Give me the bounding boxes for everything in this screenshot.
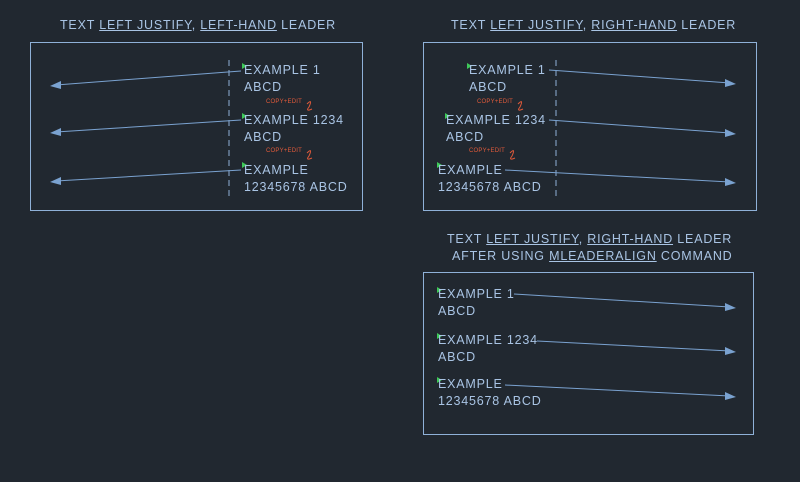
panel-1-label-3-line-1: EXAMPLE [244, 163, 309, 177]
panel-3-title2-part-1: MLEADERALIGN [549, 249, 657, 263]
panel-3-label-3-line-2: 12345678 ABCD [438, 394, 542, 408]
panel-3-leader-1[interactable] [513, 293, 736, 311]
panel-1-leader-2[interactable] [50, 119, 242, 136]
panel-3-label-2-line-2: ABCD [438, 350, 476, 364]
panel-3-grip-3[interactable] [437, 377, 442, 383]
panel-2-title: TEXT LEFT JUSTIFY, RIGHT-HAND LEADER [451, 18, 736, 32]
panel-1-title-part-0: TEXT [60, 18, 100, 32]
panel-3-label-1-line-1: EXAMPLE 1 [438, 287, 515, 301]
panel-3-title-part-4: LEADER [673, 232, 733, 246]
panel-1-title-part-4: LEADER [276, 18, 336, 32]
panel-1-note-2: COPY+EDIT [266, 148, 302, 154]
panel-1-label-2[interactable]: EXAMPLE 1234 ABCD [244, 112, 344, 146]
panel-2-label-2[interactable]: EXAMPLE 1234 ABCD [446, 112, 546, 146]
panel-3-grip-2[interactable] [437, 333, 442, 339]
panel-2-note-mark-1 [517, 101, 524, 111]
panel-2-grip-3[interactable] [437, 162, 442, 168]
panel-2-title-part-4: LEADER [677, 18, 737, 32]
panel-1-frame [30, 42, 363, 211]
panel-2-label-1[interactable]: EXAMPLE 1 ABCD [469, 62, 546, 96]
panel-3-label-2-line-1: EXAMPLE 1234 [438, 333, 538, 347]
panel-3-leader-3[interactable] [504, 384, 736, 400]
panel-1-note-mark-1 [306, 101, 313, 111]
panel-1-label-1-line-1: EXAMPLE 1 [244, 63, 321, 77]
panel-3-label-2[interactable]: EXAMPLE 1234 ABCD [438, 332, 538, 366]
panel-2-label-1-line-1: EXAMPLE 1 [469, 63, 546, 77]
panel-3-leader-2[interactable] [536, 340, 736, 355]
panel-2-label-3[interactable]: EXAMPLE 12345678 ABCD [438, 162, 542, 196]
panel-3-label-3-line-1: EXAMPLE [438, 377, 503, 391]
panel-3-title-part-0: TEXT [447, 232, 487, 246]
panel-1-leader-1[interactable] [50, 70, 242, 89]
panel-3-frame [423, 272, 754, 435]
panel-3-title-part-1: LEFT JUSTIFY [486, 232, 579, 246]
panel-2-label-3-line-2: 12345678 ABCD [438, 180, 542, 194]
panel-3-label-1[interactable]: EXAMPLE 1 ABCD [438, 286, 515, 320]
panel-3-label-3[interactable]: EXAMPLE 12345678 ABCD [438, 376, 542, 410]
panel-1-label-1-line-2: ABCD [244, 80, 282, 94]
panel-1-title-part-3: LEFT-HAND [200, 18, 277, 32]
panel-2-frame [423, 42, 757, 211]
panel-3-grip-1[interactable] [437, 287, 442, 293]
panel-3-title-part-3: RIGHT-HAND [587, 232, 674, 246]
panel-1-label-3[interactable]: EXAMPLE 12345678 ABCD [244, 162, 348, 196]
panel-1-note-mark-2 [306, 150, 313, 160]
panel-2-leader-1[interactable] [548, 69, 736, 87]
panel-2-label-2-line-2: ABCD [446, 130, 484, 144]
panel-2-note-2: COPY+EDIT [469, 148, 505, 154]
panel-1-title: TEXT LEFT JUSTIFY, LEFT-HAND LEADER [60, 18, 336, 32]
panel-3-title-part-2: , [578, 232, 588, 246]
panel-1-label-3-line-2: 12345678 ABCD [244, 180, 348, 194]
panel-3-title2-part-0: AFTER USING [452, 249, 550, 263]
panel-3-label-1-line-2: ABCD [438, 304, 476, 318]
panel-2-title-part-0: TEXT [451, 18, 491, 32]
panel-2-grip-1[interactable] [467, 63, 472, 69]
panel-1-label-2-line-1: EXAMPLE 1234 [244, 113, 344, 127]
panel-2-label-2-line-1: EXAMPLE 1234 [446, 113, 546, 127]
panel-1-title-part-2: , [191, 18, 201, 32]
panel-2-label-3-line-1: EXAMPLE [438, 163, 503, 177]
panel-2-leader-2[interactable] [548, 119, 736, 137]
panel-2-note-mark-2 [509, 150, 516, 160]
panel-2-note-1: COPY+EDIT [477, 99, 513, 105]
panel-3-title2-part-2: COMMAND [656, 249, 733, 263]
panel-1-label-2-line-2: ABCD [244, 130, 282, 144]
panel-1-title-part-1: LEFT JUSTIFY [99, 18, 192, 32]
panel-3-title-line-2: AFTER USING MLEADERALIGN COMMAND [452, 249, 733, 263]
panel-2-leader-3[interactable] [504, 169, 736, 186]
panel-1-leader-3[interactable] [50, 169, 242, 185]
panel-2-title-part-2: , [582, 18, 592, 32]
panel-1-grip-3[interactable] [242, 162, 247, 168]
panel-2-label-1-line-2: ABCD [469, 80, 507, 94]
panel-2-title-part-1: LEFT JUSTIFY [490, 18, 583, 32]
panel-1-grip-2[interactable] [242, 113, 247, 119]
panel-2-title-part-3: RIGHT-HAND [591, 18, 678, 32]
panel-2-grip-2[interactable] [445, 113, 450, 119]
panel-1-note-1: COPY+EDIT [266, 99, 302, 105]
panel-1-label-1[interactable]: EXAMPLE 1 ABCD [244, 62, 321, 96]
panel-3-title: TEXT LEFT JUSTIFY, RIGHT-HAND LEADER [447, 232, 732, 246]
panel-1-grip-1[interactable] [242, 63, 247, 69]
